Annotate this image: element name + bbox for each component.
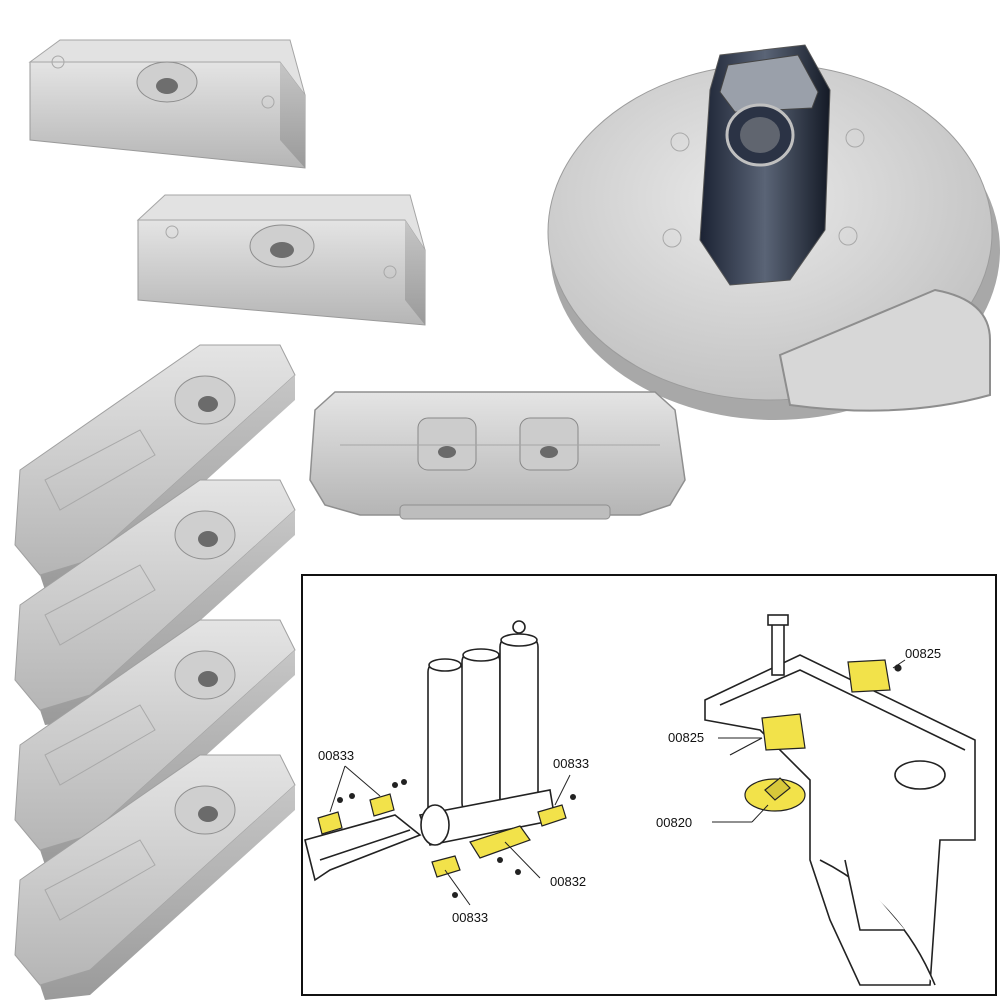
long-anode-4 [14, 754, 296, 1000]
long-anode-1 [14, 344, 296, 590]
label-anode-00833-b: 00833 [553, 756, 589, 771]
block-anode-2 [136, 194, 426, 326]
diagram-leader-lines-right [712, 659, 906, 823]
label-anode-00820: 00820 [656, 815, 692, 830]
transom-assembly-drawing [304, 620, 556, 882]
diagram-screws-left [337, 779, 576, 898]
long-anode-2 [14, 479, 296, 725]
trim-tab-disc-anode [547, 44, 1000, 420]
center-bar-anode [309, 391, 686, 520]
label-anode-00833-a: 00833 [318, 748, 354, 763]
label-anode-00825-a: 00825 [905, 646, 941, 661]
diagram-highlighted-anodes-right [744, 659, 891, 812]
label-anode-00825-b: 00825 [668, 730, 704, 745]
diagram-highlighted-anodes-left [317, 793, 567, 878]
label-anode-00832: 00832 [550, 874, 586, 889]
diagram-leader-lines-left [329, 765, 571, 906]
label-anode-00833-c: 00833 [452, 910, 488, 925]
installation-diagram: 00833 00833 00832 00833 [301, 574, 997, 996]
long-anode-stack [14, 344, 296, 1000]
long-anode-3 [14, 619, 296, 865]
diagram-bolts-right [729, 664, 902, 756]
block-anode-1 [28, 39, 306, 169]
